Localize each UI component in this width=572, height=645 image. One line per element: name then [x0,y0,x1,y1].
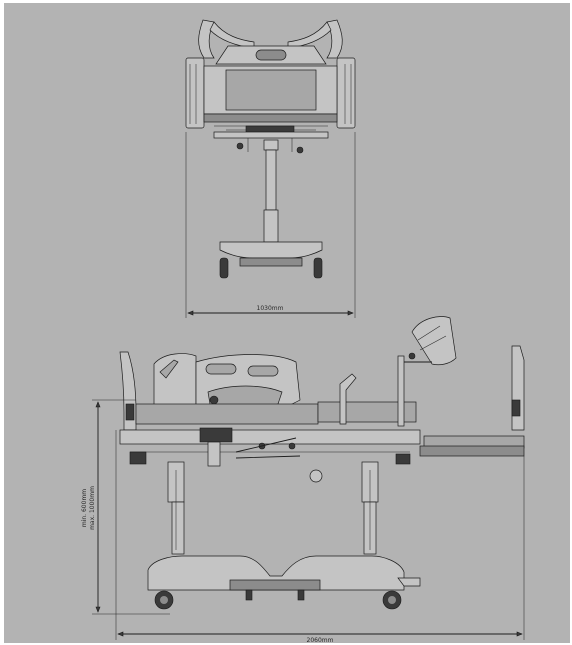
gearbox [199,427,233,443]
side-rail-right [336,57,356,129]
motor-unit [129,451,147,465]
length-label: 2060mm [307,637,334,644]
caster-right [313,257,323,279]
caster-left [219,257,229,279]
mattress-side [135,403,319,425]
leg-rest-right [287,21,332,49]
column-upper [265,149,277,211]
leg-rest-left [209,21,255,49]
headboard-handle [255,49,287,61]
motor-unit [395,453,411,465]
width-label: 1030mm [257,305,284,312]
foot-pedal [245,589,253,601]
side-view [92,316,525,640]
mattress-front [225,69,317,111]
brake-pedal [397,577,421,587]
frame-base [203,113,338,123]
cross-bar [213,131,329,139]
footboard-latch [511,399,521,417]
column-head [263,139,279,151]
rail-slot [159,359,179,379]
height-min-label: min. 600mm [81,489,88,527]
headboard-latch [125,403,135,421]
base-plate-side [229,579,321,591]
base-plate [239,257,303,267]
bolt [236,142,244,150]
leg-support-left [198,19,215,59]
leg-rest-side [411,316,457,366]
foot-rail [419,445,525,457]
front-view [185,19,356,318]
wheel-hub [309,469,323,483]
column-lower [263,209,279,243]
rail-grip-1 [205,363,237,375]
height-max-label: max. 1000mm [89,486,96,530]
base-front [219,241,323,259]
side-rail-left [185,57,205,129]
handle-grip [339,373,357,425]
leg-rest-post [397,355,405,427]
rail-grip-2 [247,365,279,377]
leg-support-right [326,19,343,59]
chassis-frame [119,429,421,445]
footboard-side [511,345,525,431]
foot-pedal [297,589,305,601]
joint [288,442,296,450]
rail-knob [209,395,219,405]
gear-link [207,441,221,467]
bolt [296,146,304,154]
base-side [147,555,405,591]
post-knob [408,352,416,360]
column-lower-head-side [171,501,185,555]
